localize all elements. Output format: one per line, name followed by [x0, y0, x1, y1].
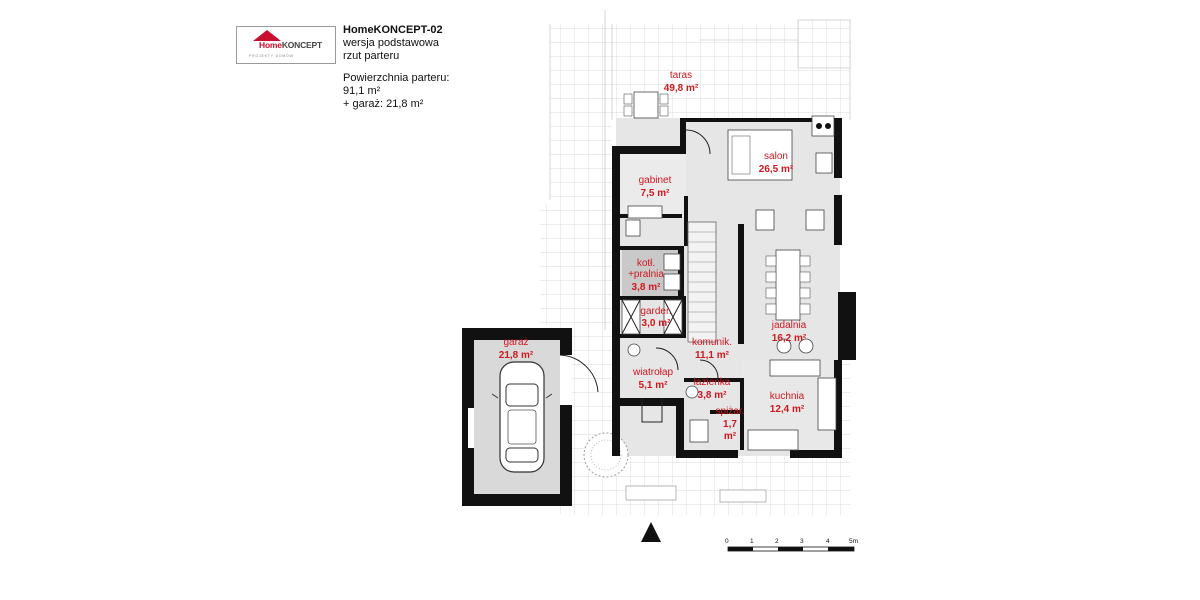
svg-text:3,8 m²: 3,8 m²: [698, 390, 728, 401]
car-icon: [491, 361, 553, 473]
svg-text:spiżar.: spiżar.: [716, 406, 745, 417]
svg-text:3,0 m²: 3,0 m²: [642, 318, 672, 329]
tree-icon: [583, 432, 629, 478]
svg-text:łazienka: łazienka: [694, 377, 731, 388]
scale-tick: 0: [725, 538, 729, 545]
entrance-steps: [625, 485, 767, 503]
plan-view-name: rzut parteru: [343, 50, 400, 62]
svg-text:m²: m²: [724, 431, 737, 442]
area-label: Powierzchnia parteru:: [343, 72, 450, 84]
door-swings: [641, 129, 719, 423]
garage-area-value: + garaż: 21,8 m²: [343, 98, 424, 110]
room-label-kuchnia: kuchnia 12,4 m²: [770, 391, 805, 415]
room-label-jadalnia: jadalnia 16,2 m²: [771, 320, 807, 344]
terrace-table: [623, 91, 669, 119]
svg-text:16,2 m²: 16,2 m²: [772, 333, 807, 344]
svg-text:7,5 m²: 7,5 m²: [641, 188, 671, 199]
svg-text:jadalnia: jadalnia: [771, 320, 807, 331]
scale-bar: [727, 546, 855, 552]
project-info: HomeKONCEPT-02 wersja podstawowa rzut pa…: [343, 24, 449, 111]
room-label-salon: salon 26,5 m²: [759, 151, 794, 175]
room-label-wiatrolap: wiatrołap 5,1 m²: [632, 367, 673, 391]
svg-text:kuchnia: kuchnia: [770, 391, 805, 402]
room-label-kotlownia: kotł. +pralnia 3,8 m²: [628, 258, 664, 293]
svg-text:5,1 m²: 5,1 m²: [639, 380, 669, 391]
project-name: HomeKONCEPT-02: [343, 24, 443, 36]
room-label-komunikacja: komunik. 11,1 m²: [692, 337, 732, 361]
furniture: [621, 115, 837, 451]
north-arrow-icon: [641, 522, 661, 542]
svg-text:taras: taras: [670, 70, 692, 81]
project-version: wersja podstawowa: [343, 37, 439, 49]
svg-text:26,5 m²: 26,5 m²: [759, 164, 794, 175]
svg-text:komunik.: komunik.: [692, 337, 732, 348]
room-label-taras: taras 49,8 m²: [664, 70, 699, 94]
svg-text:garder.: garder.: [640, 306, 671, 317]
svg-text:49,8 m²: 49,8 m²: [664, 83, 699, 94]
area-value: 91,1 m²: [343, 85, 381, 97]
roof-icon: [253, 30, 281, 41]
scale-tick: 4: [826, 538, 830, 545]
svg-text:gabinet: gabinet: [639, 175, 672, 186]
exterior-walls: [612, 118, 856, 458]
svg-text:garaż: garaż: [503, 337, 528, 348]
logo-tagline: PROJEKTY DOMÓW: [249, 54, 294, 58]
room-label-lazienka: łazienka 3,8 m²: [694, 377, 731, 401]
room-label-garaz: garaż 21,8 m²: [499, 337, 534, 361]
room-label-spizarnia: spiżar. 1,7 m²: [716, 406, 745, 442]
svg-text:21,8 m²: 21,8 m²: [499, 350, 534, 361]
logo-wordmark: HomeKONCEPT: [259, 40, 322, 50]
room-label-garderoba: garder. 3,0 m²: [640, 306, 671, 329]
svg-text:11,1 m²: 11,1 m²: [695, 350, 730, 361]
scale-tick: 5m: [849, 538, 859, 545]
svg-text:+pralnia: +pralnia: [628, 269, 664, 280]
svg-text:wiatrołap: wiatrołap: [632, 367, 673, 378]
svg-text:kotł.: kotł.: [637, 258, 655, 269]
svg-text:salon: salon: [764, 151, 788, 162]
scale-tick: 1: [750, 538, 754, 545]
svg-text:3,8 m²: 3,8 m²: [632, 282, 662, 293]
staircase: [687, 221, 717, 343]
scale-tick: 2: [775, 538, 779, 545]
scale-tick: 3: [800, 538, 804, 545]
room-label-gabinet: gabinet 7,5 m²: [639, 175, 672, 199]
svg-text:1,7: 1,7: [723, 419, 737, 430]
svg-text:12,4 m²: 12,4 m²: [770, 404, 805, 415]
company-logo: HomeKONCEPT PROJEKTY DOMÓW: [236, 26, 336, 64]
